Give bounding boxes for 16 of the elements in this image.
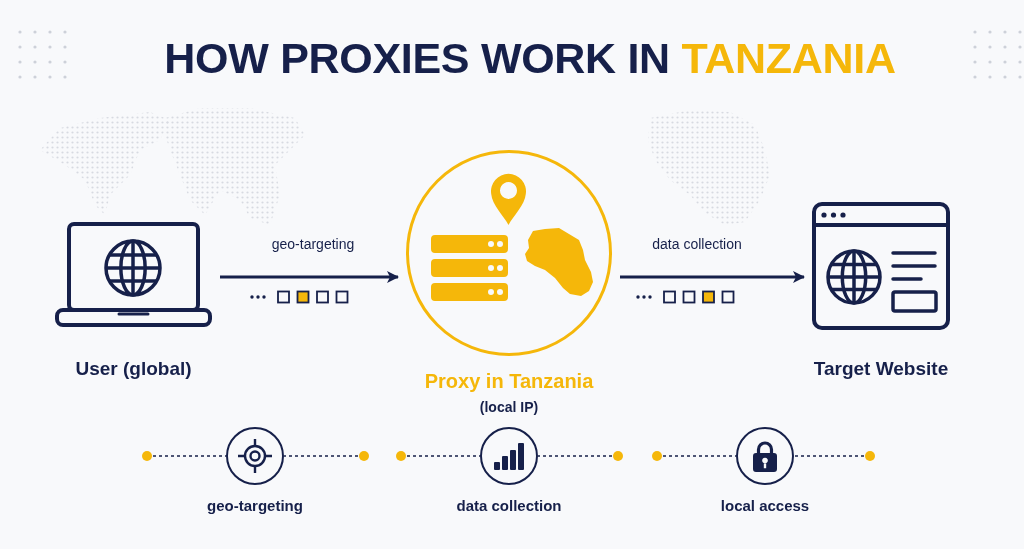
- dashed-dot-ended-line: [142, 451, 227, 461]
- dashed-dot-ended-line: [793, 451, 875, 461]
- dashed-dot-ended-line: [652, 451, 737, 461]
- node-label: (local IP): [479, 399, 539, 416]
- dashed-dot-ended-line: [283, 451, 369, 461]
- node-label: data collection: [456, 497, 562, 515]
- node-label: Proxy in Tanzania: [424, 369, 594, 393]
- node-label: User (global): [75, 357, 192, 380]
- dashed-dot-ended-line: [396, 451, 481, 461]
- node-label: local access: [720, 497, 810, 515]
- title: HOW PROXIES WORK IN TANZANIA: [164, 33, 896, 83]
- arrow: [620, 271, 805, 283]
- arrow: [220, 271, 399, 283]
- dashed-dot-ended-line: [537, 451, 623, 461]
- node-label: geo-targeting: [207, 497, 303, 515]
- node-label: Target Website: [813, 357, 949, 380]
